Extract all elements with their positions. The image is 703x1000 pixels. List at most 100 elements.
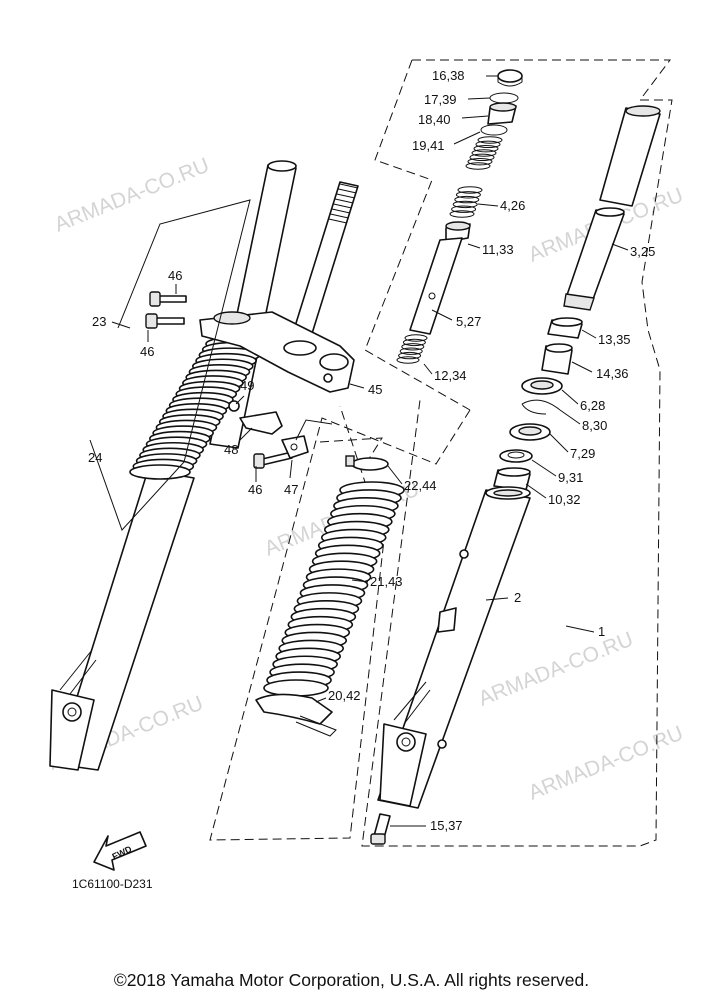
- leader-48: [239, 427, 253, 441]
- left-caliper-mount: [59, 649, 97, 695]
- spring-4-coil: [455, 191, 481, 199]
- stem-thread-line: [338, 188, 357, 194]
- outer-leg-2-boss-upper: [459, 549, 469, 559]
- callout-9-31: 9,31: [558, 470, 583, 485]
- spring-12-coil: [396, 356, 420, 364]
- callout-23: 23: [92, 314, 106, 329]
- spring-upper-coil: [477, 136, 503, 144]
- callout-45: 45: [368, 382, 382, 397]
- rebound-spring-12: [396, 334, 428, 364]
- inner-tube-3-top: [595, 207, 625, 217]
- spacer-18-top: [489, 102, 517, 112]
- damper-kit-left-boundary: [364, 59, 471, 411]
- callout-14-36: 14,36: [596, 366, 629, 381]
- spring-upper: [465, 136, 503, 170]
- stem-thread-line: [335, 198, 354, 204]
- callout-46-lower: 46: [140, 344, 154, 359]
- right-fork-exploded: [370, 105, 661, 845]
- leader-14: [571, 361, 593, 373]
- stem-thread-line: [330, 213, 349, 219]
- callout-24: 24: [88, 450, 102, 465]
- stem-thread-line: [333, 203, 352, 209]
- spring-4: [449, 186, 483, 218]
- callout-2: 2: [514, 590, 521, 605]
- watermark-1: ARMADA-CO.RU: [51, 154, 212, 237]
- leader-11: [467, 243, 481, 249]
- under-bracket-stem-boss: [283, 340, 317, 356]
- callout-6-28: 6,28: [580, 398, 605, 413]
- leader-6: [561, 389, 579, 405]
- callout-19-41: 19,41: [412, 138, 445, 153]
- callout-46-bracket: 46: [248, 482, 262, 497]
- copyright-notice: ©2018 Yamaha Motor Corporation, U.S.A. A…: [113, 970, 590, 990]
- spring-12-coil: [404, 334, 428, 342]
- under-bracket: [199, 311, 355, 393]
- leader-17: [467, 97, 491, 100]
- outer-leg-2-caliper-mount: [393, 681, 431, 725]
- callout-21-43: 21,43: [370, 574, 403, 589]
- damper-rod-5: [409, 237, 463, 335]
- leader-5: [431, 309, 453, 321]
- left-boot-fold: [129, 464, 191, 480]
- hose-guide-group: [228, 400, 309, 459]
- boot-21-fold: [263, 679, 329, 697]
- left-axle-lug: [49, 689, 95, 771]
- leader-2: [485, 597, 509, 601]
- callout-1: 1: [598, 624, 605, 639]
- spring-4-coil: [449, 210, 475, 218]
- under-bracket-clamp: [319, 353, 349, 371]
- leader-21: [351, 579, 369, 583]
- spring-12-coil: [398, 351, 422, 360]
- left-axle-hole-inner: [67, 707, 77, 717]
- diagram-reference-code: 1C61100-D231: [72, 877, 153, 891]
- left-tube-clamp-ring: [213, 311, 251, 325]
- spring-upper-coil: [467, 157, 493, 166]
- outer-leg-2-boss-lower: [437, 739, 447, 749]
- dust-seal-9-inner: [507, 451, 525, 459]
- outer-tube-upper: [599, 107, 661, 207]
- leader-49: [235, 395, 245, 405]
- callout-11-33: 11,33: [482, 242, 514, 257]
- outer-leg-2-tab: [437, 607, 457, 633]
- spring-upper-coil: [471, 149, 497, 157]
- boot-band-20-tab: [295, 715, 337, 737]
- piston-ring-11-top: [445, 221, 471, 231]
- callout-18-40: 18,40: [418, 112, 451, 127]
- callout-15-37: 15,37: [430, 818, 463, 833]
- washer-19: [480, 124, 508, 136]
- bracket-bolt-head: [253, 453, 265, 469]
- outer-tube-upper-top: [625, 105, 661, 117]
- leader-7: [549, 433, 569, 453]
- leader-10: [525, 483, 547, 499]
- leader-22: [387, 465, 403, 485]
- brake-hose-holder: [281, 435, 309, 459]
- pinch-bolt-lower: [153, 317, 185, 325]
- left-fork-assembly: [49, 160, 359, 771]
- left-axle-hole: [62, 702, 82, 722]
- stem-thread-line: [339, 183, 359, 189]
- left-tube-top: [267, 160, 297, 172]
- outer-leg-2-axle-hole: [396, 732, 416, 752]
- callout-48: 48: [224, 442, 238, 457]
- outer-leg-2-axle-hole-inner: [401, 737, 411, 747]
- cap-bolt-16-side: [497, 76, 523, 87]
- spring-4-coil: [454, 195, 480, 204]
- spring-12-coil: [399, 347, 423, 355]
- callout-7-29: 7,29: [570, 446, 595, 461]
- spring-upper-coil: [465, 162, 491, 170]
- o-ring-17: [489, 92, 519, 104]
- pinch-bolt-upper-head: [149, 291, 161, 307]
- fork-boot-21: [263, 481, 405, 697]
- leader-9: [531, 459, 557, 477]
- spring-upper-coil: [475, 140, 501, 149]
- slide-metal-14-top: [545, 343, 573, 353]
- callout-17-39: 17,39: [424, 92, 457, 107]
- leader-8: [559, 409, 581, 425]
- inner-tube-3: [565, 209, 625, 303]
- boot-band-20: [255, 693, 333, 725]
- callout-20-42: 20,42: [328, 688, 361, 703]
- stem-thread-line: [331, 208, 351, 214]
- slide-metal-13-top: [551, 317, 583, 327]
- spring-upper-coil: [473, 144, 499, 153]
- spring-4-coil: [451, 205, 477, 213]
